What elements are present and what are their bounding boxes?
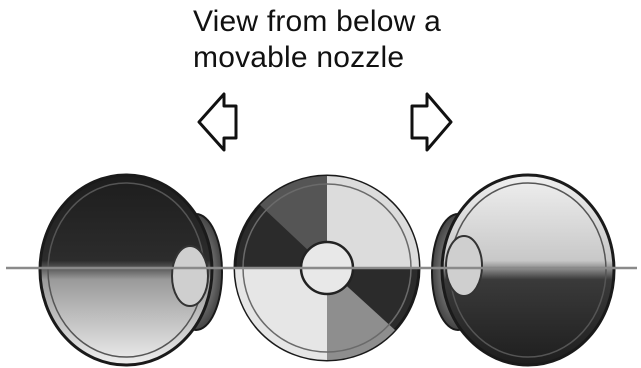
nozzle-tilted-left [40, 175, 222, 365]
arrow-right-icon [412, 94, 451, 150]
arrow-left-icon [199, 94, 236, 150]
nozzle-tilted-right [432, 175, 614, 365]
